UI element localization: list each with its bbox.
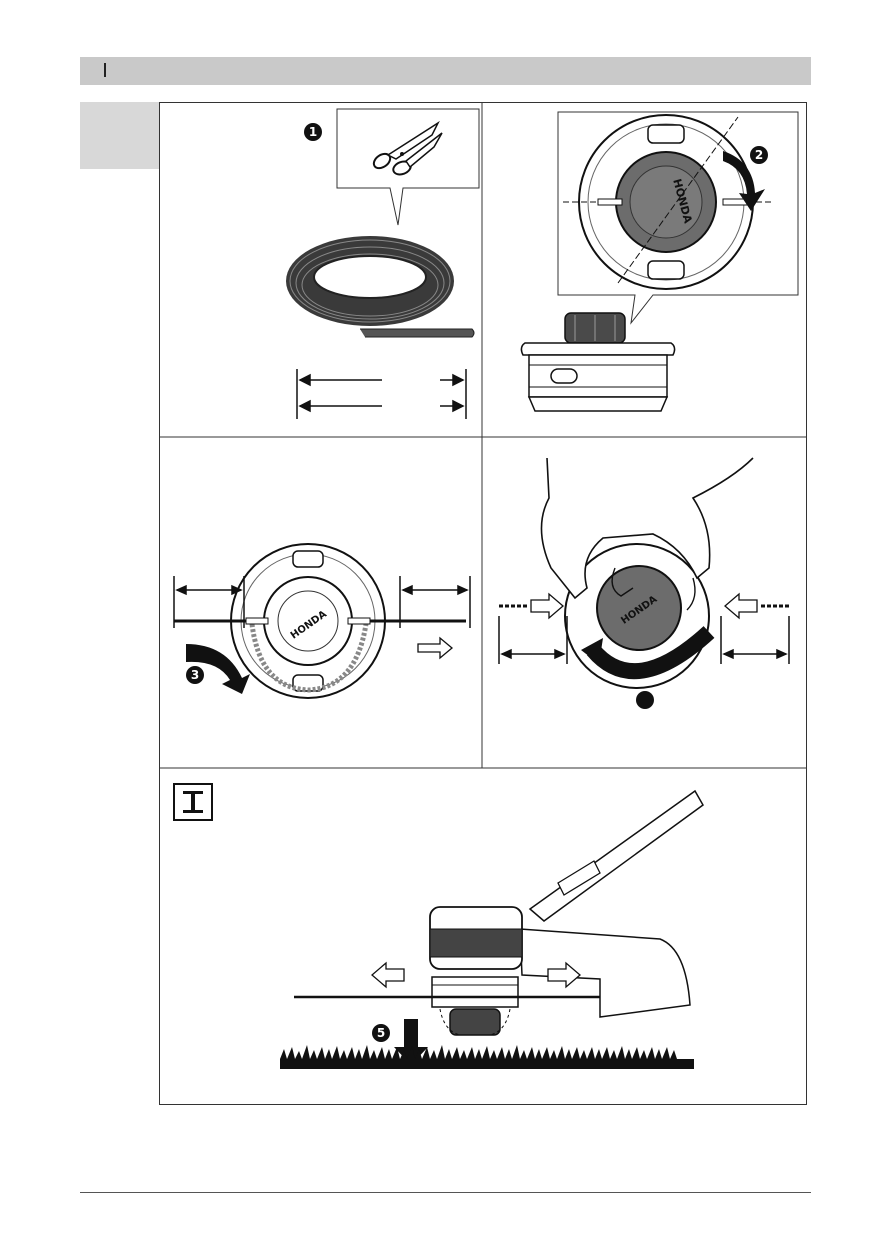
trimmer-head [430,907,522,1035]
scissors-callout [337,109,479,225]
panel-spool-knob: HONDA 2 [483,103,806,436]
step-dot [636,691,654,709]
length-dimension [297,369,466,419]
footer-rule [80,1192,811,1193]
spool-side-view [521,313,674,411]
step-badge-5: 5 [372,1024,390,1042]
panel-line-coil: 1 [160,103,481,436]
panel-bump-feed: 5 [160,769,806,1104]
step-badge-3: 3 [186,666,204,684]
step-badge-2: 2 [750,146,768,164]
pull-arrow-icon [418,638,452,658]
grass [280,1045,694,1069]
trimmer-shaft [530,791,703,921]
step-badge-1: 1 [304,123,322,141]
line-coil [286,236,474,337]
panel-feed-line: HONDA 3 [160,438,481,767]
panel-wind-line: HONDA [483,438,806,767]
tap-symbol-icon [173,783,213,821]
guard [520,929,690,1017]
